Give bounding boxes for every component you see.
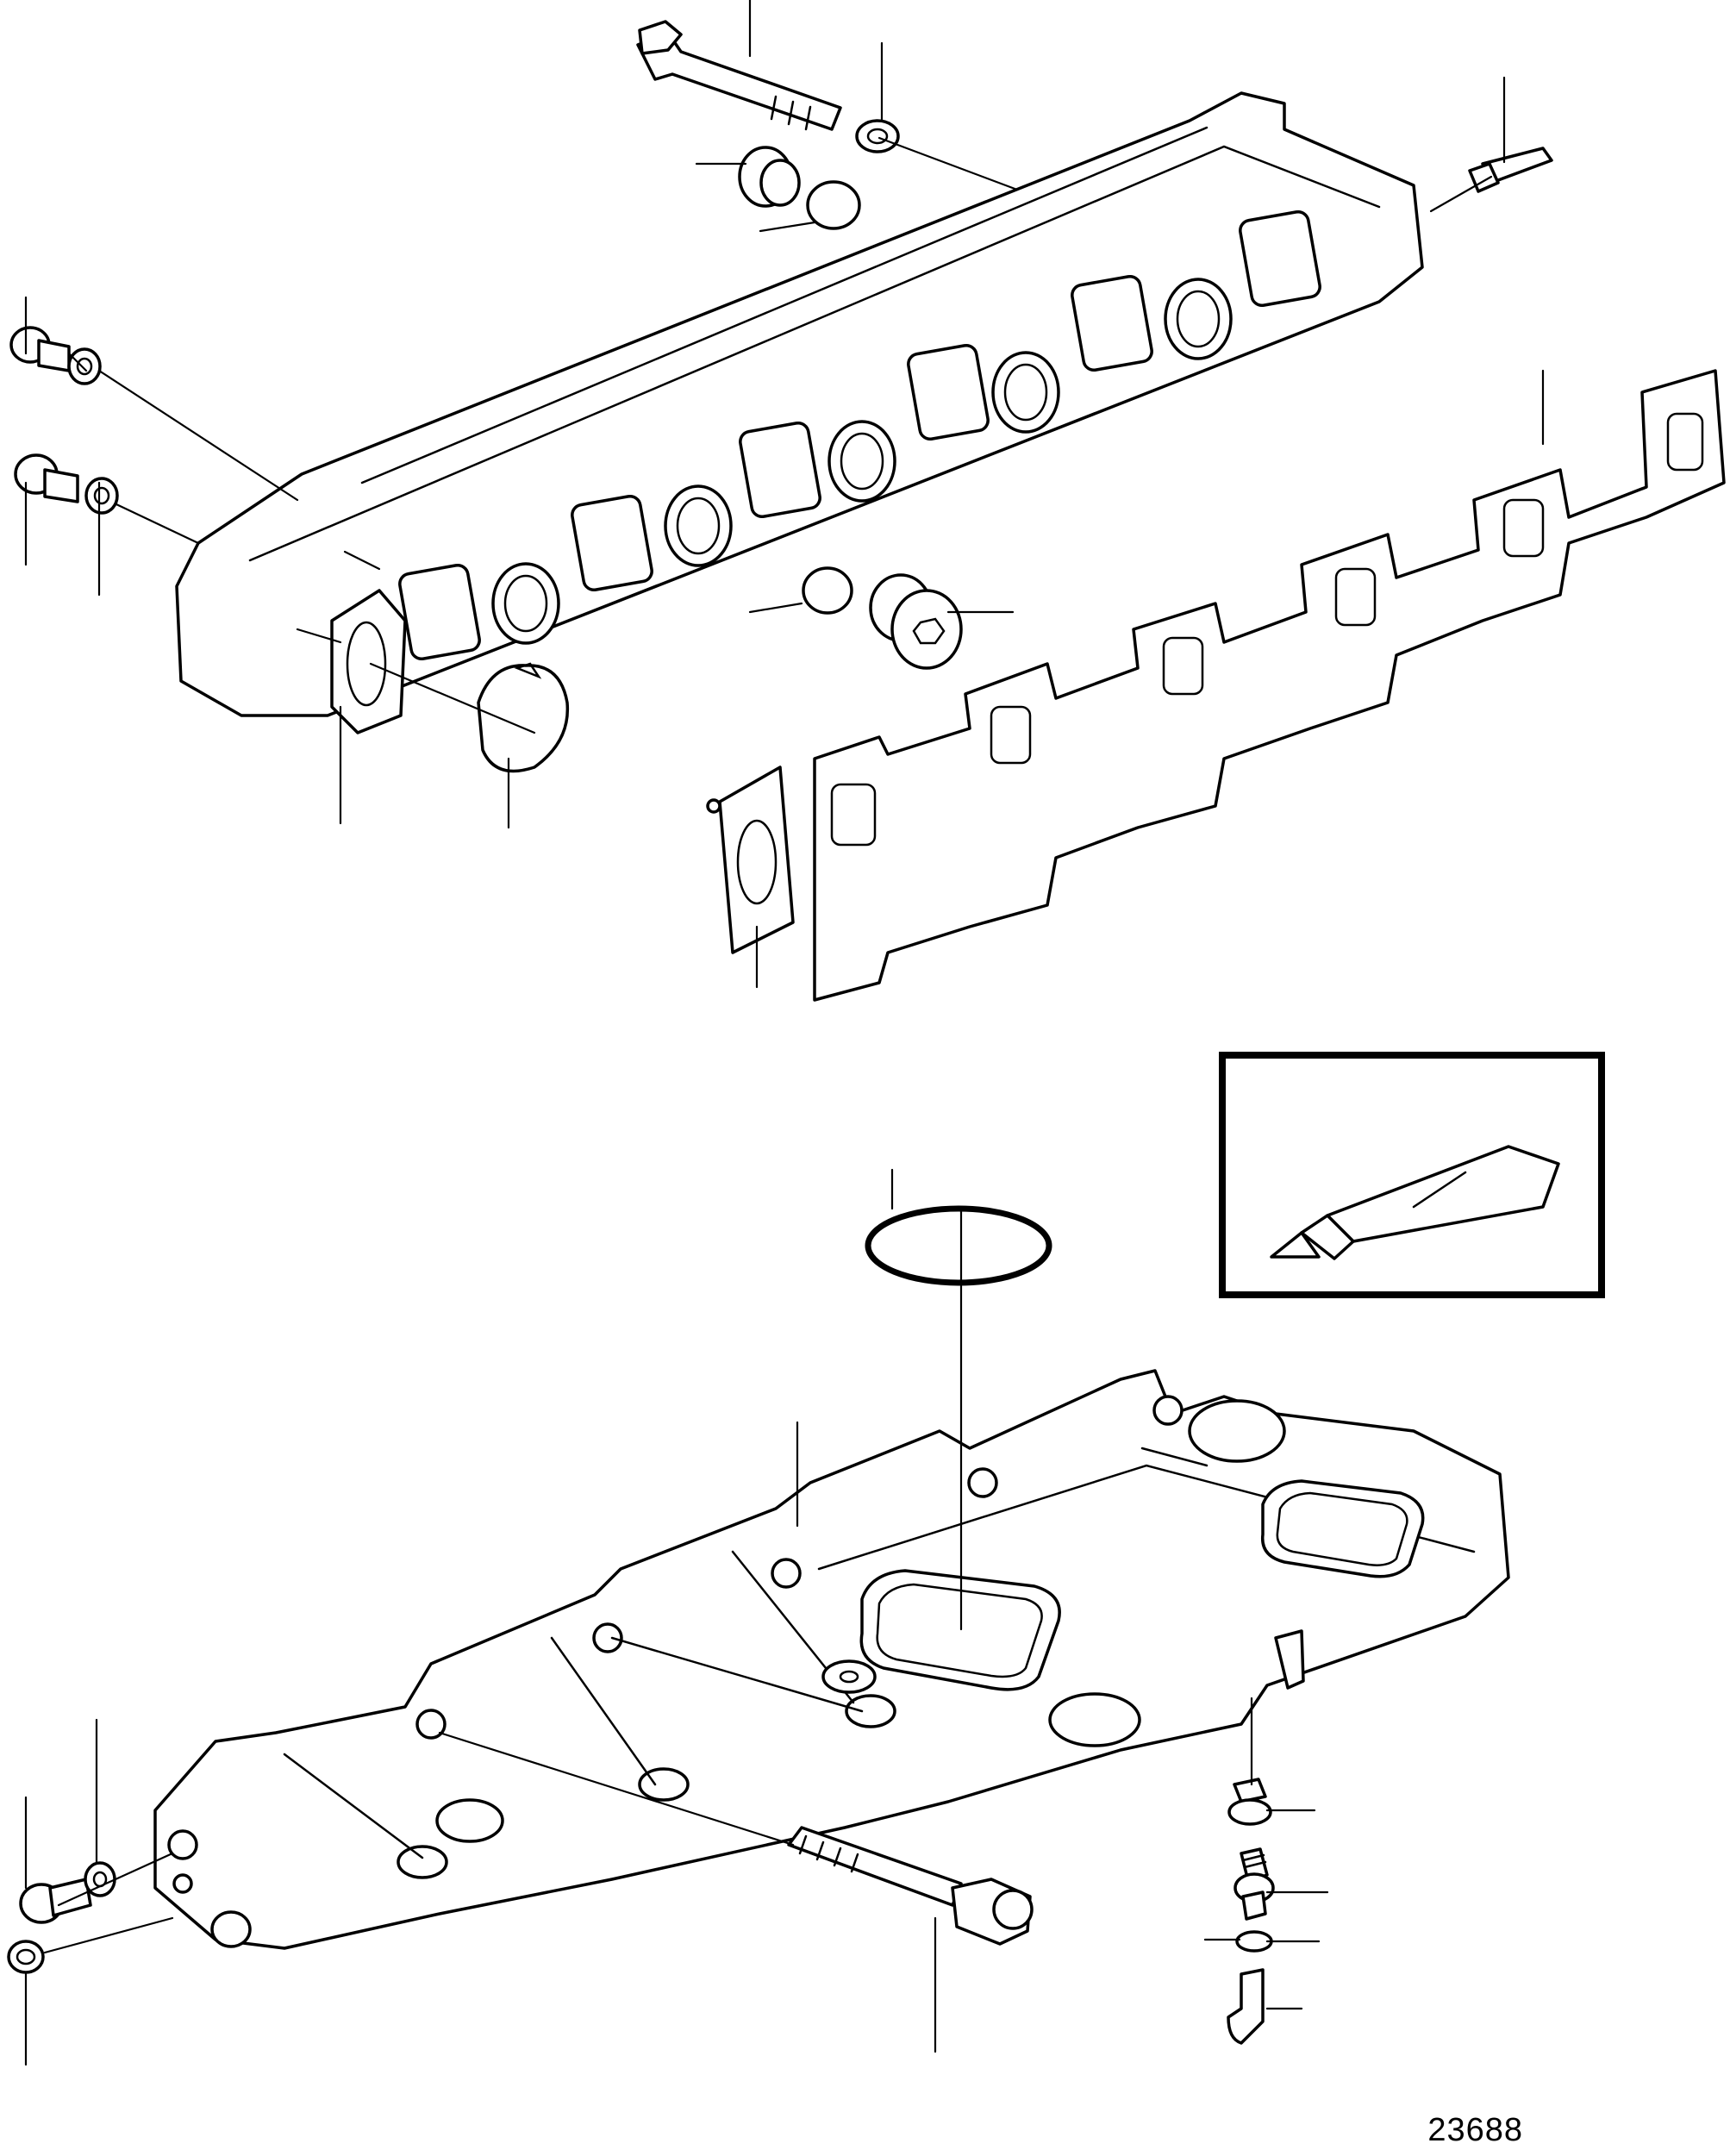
top-o-ring: [806, 180, 861, 230]
large-o-ring: [865, 1205, 1052, 1286]
top-plug: [738, 146, 801, 208]
middle-o-ring: [802, 566, 853, 615]
exhaust-manifold-group: [9, 0, 1726, 1002]
sealant-tube-icon: [1219, 1052, 1605, 1298]
intake-manifold: [153, 1369, 1510, 1950]
exhaust-manifold: [175, 91, 1424, 734]
lower-left-small-plug: [7, 1940, 45, 1974]
left-plug-lower: [14, 453, 79, 503]
upper-leader-lines: [24, 0, 1545, 989]
manifold-long-bolt: [636, 20, 842, 131]
bolt-washer: [855, 119, 900, 153]
intake-manifold-group: [7, 1168, 1510, 2066]
middle-plug: [869, 573, 963, 670]
intake-ports: [859, 1479, 1425, 1691]
left-washer-lower: [84, 477, 119, 515]
mounting-bosses: [167, 1395, 1184, 1948]
lower-left-plug: [19, 1878, 92, 1924]
top-right-screw: [1468, 147, 1553, 193]
manifold-ports: [398, 209, 1321, 661]
flange-gasket: [477, 662, 570, 773]
manifold-gasket: [813, 369, 1726, 1002]
left-plug-upper: [9, 326, 71, 372]
intake-long-bolt: [787, 1826, 1034, 1946]
figure-number: 23688: [1427, 2112, 1523, 2148]
bottom-right-fittings: [1227, 1778, 1275, 2045]
left-washer-upper: [67, 347, 102, 385]
lower-leader-lines: [24, 1168, 1329, 2066]
single-port-gasket: [706, 766, 795, 954]
